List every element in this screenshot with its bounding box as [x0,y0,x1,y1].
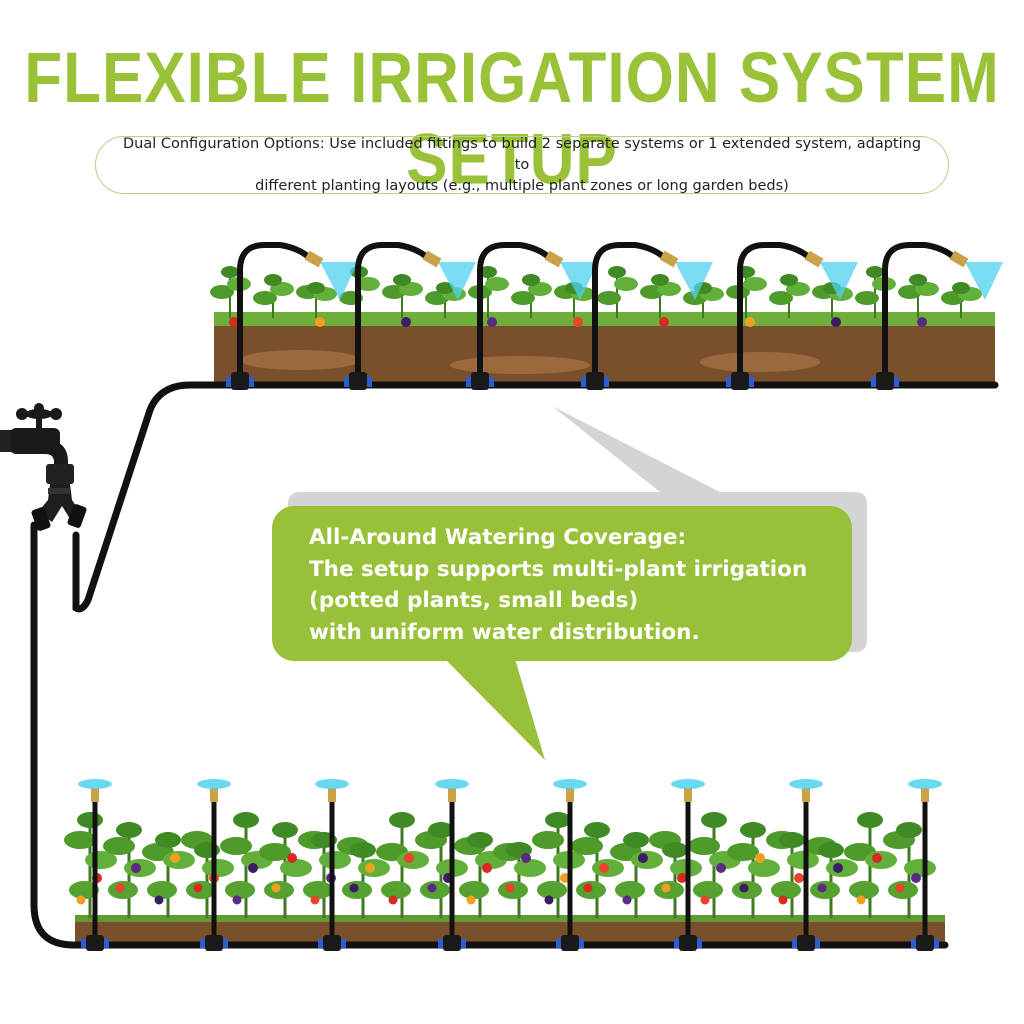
plant-icon [511,274,552,318]
sprinkler-head-icon [789,779,823,951]
sprinkler-head-icon [671,779,705,951]
tee-fitting-icon [318,935,346,951]
plant-icon [259,822,312,918]
hose-to-upper-bed [72,381,999,613]
tee-fitting-icon [674,935,702,951]
plant-icon [883,822,936,918]
page-title: FLEXIBLE IRRIGATION SYSTEM SETUP [24,38,1000,200]
sprinkler-head-icon [581,242,713,390]
plant-icon [640,274,681,327]
plant-icon [64,812,117,918]
y-splitter-icon [31,464,87,531]
tee-fitting-icon [871,372,899,390]
tee-fitting-icon [200,935,228,951]
sprinkler-head-icon [726,242,858,390]
tee-fitting-icon [581,372,609,390]
sprinkler-head-icon [226,242,358,390]
plant-icon [253,274,294,318]
plant-icon [898,274,939,327]
tee-fitting-icon [344,372,372,390]
plant-icon [337,837,390,918]
sprinkler-head-icon [197,779,231,951]
plant-icon [855,266,896,318]
sprinkler-head-icon [553,779,587,951]
plant-icon [571,822,624,918]
plant-icon [493,842,546,918]
tee-fitting-icon [911,935,939,951]
upper-sprinkler-row [226,242,1003,390]
plant-icon [103,822,156,918]
info-callout: All-Around Watering Coverage: The setup … [272,506,852,661]
tee-fitting-icon [466,372,494,390]
lower-sprinkler-row [78,779,942,951]
tee-fitting-icon [556,935,584,951]
tee-fitting-icon [81,935,109,951]
plant-icon [597,266,638,318]
sprinkler-head-icon [908,779,942,951]
plant-icon [210,266,251,327]
tee-fitting-icon [438,935,466,951]
plant-icon [766,831,819,918]
sprinkler-head-icon [344,242,476,390]
plant-icon [142,832,195,918]
plant-icon [688,812,741,918]
sprinkler-head-icon [435,779,469,951]
plant-icon [769,274,810,318]
sprinkler-head-icon [871,242,1003,390]
hose-to-lower-bed [30,521,949,949]
plant-icon [727,822,780,918]
subtitle-box: Dual Configuration Options: Use included… [95,136,949,194]
plant-icon [468,266,509,327]
sprinkler-head-icon [78,779,112,951]
plant-icon [382,274,423,327]
plant-icon [941,282,982,318]
plant-icon [376,812,429,918]
subtitle-line-2: different planting layouts (e.g., multip… [255,177,789,194]
tee-fitting-icon [226,372,254,390]
plant-icon [454,832,507,918]
sprinkler-head-icon [315,779,349,951]
tee-fitting-icon [792,935,820,951]
tee-fitting-icon [726,372,754,390]
plant-icon [610,832,663,918]
upper-plant-row [210,266,982,327]
callout-line-4: with uniform water distribution. [309,619,700,645]
callout-line-1: All-Around Watering Coverage: [309,525,687,550]
water-faucet-icon [0,403,68,470]
callout-line-2: The setup supports multi-plant irrigatio… [309,556,808,582]
plant-icon [415,822,468,918]
sprinkler-head-icon [466,242,598,390]
callout-line-3: (potted plants, small beds) [309,588,639,613]
plant-icon [296,282,337,327]
subtitle-line-1: Dual Configuration Options: Use included… [122,135,922,173]
plant-icon [805,837,858,918]
plant-icon [844,812,897,918]
